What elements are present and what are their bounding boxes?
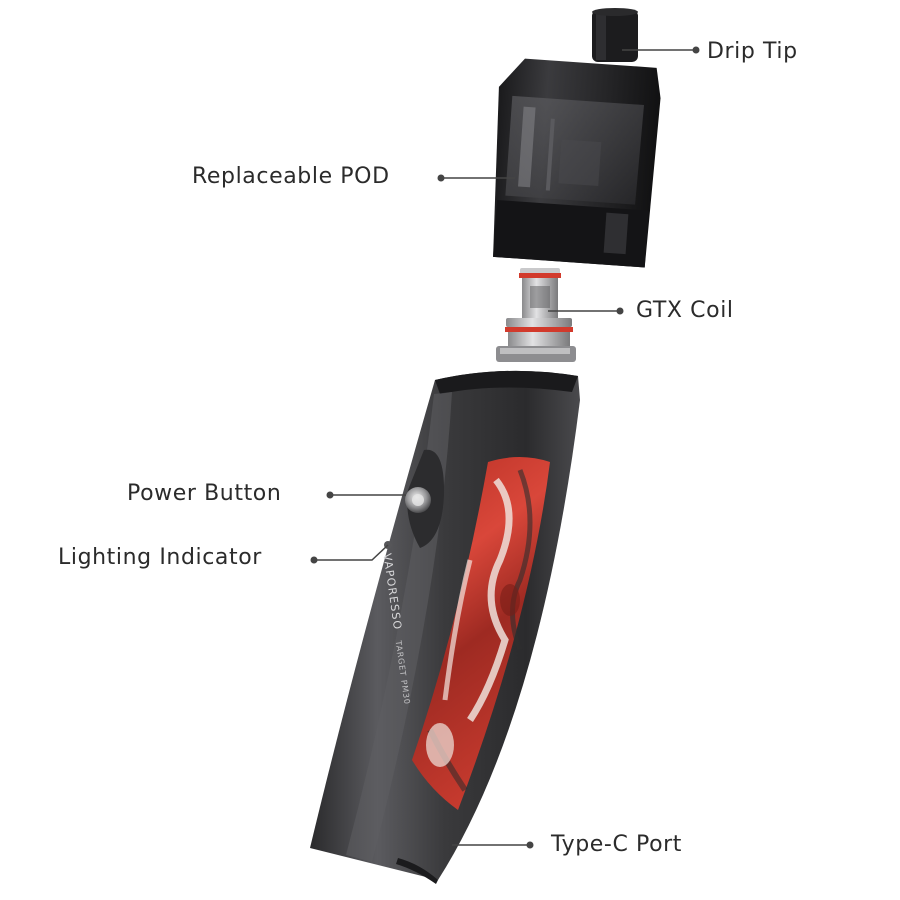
leader-dot-type-c-port: [526, 841, 534, 849]
drip-tip-label: Drip Tip: [707, 39, 798, 64]
lighting-indicator-label: Lighting Indicator: [58, 545, 262, 570]
leader-dot-replaceable-pod: [437, 174, 445, 182]
gtx-coil-label: GTX Coil: [636, 298, 734, 323]
drip-tip: [592, 8, 638, 62]
leader-dot-drip-tip: [692, 46, 700, 54]
power-button: [405, 449, 445, 548]
replaceable-pod: [493, 58, 661, 268]
power-button-label: Power Button: [127, 481, 282, 506]
leader-lines: [310, 46, 700, 849]
gtx-coil: [496, 268, 576, 362]
type-c-port-label: Type-C Port: [551, 832, 683, 857]
leader-dot-power-button: [326, 491, 334, 499]
resin-panel: [412, 457, 550, 810]
leader-dot-gtx-coil: [616, 307, 624, 315]
replaceable-pod-label: Replaceable POD: [192, 164, 390, 189]
leader-lighting-indicator: [314, 544, 389, 561]
battery-body: [310, 370, 580, 880]
type-c-port: [396, 858, 438, 884]
leader-dot-lighting-indicator: [310, 556, 318, 564]
